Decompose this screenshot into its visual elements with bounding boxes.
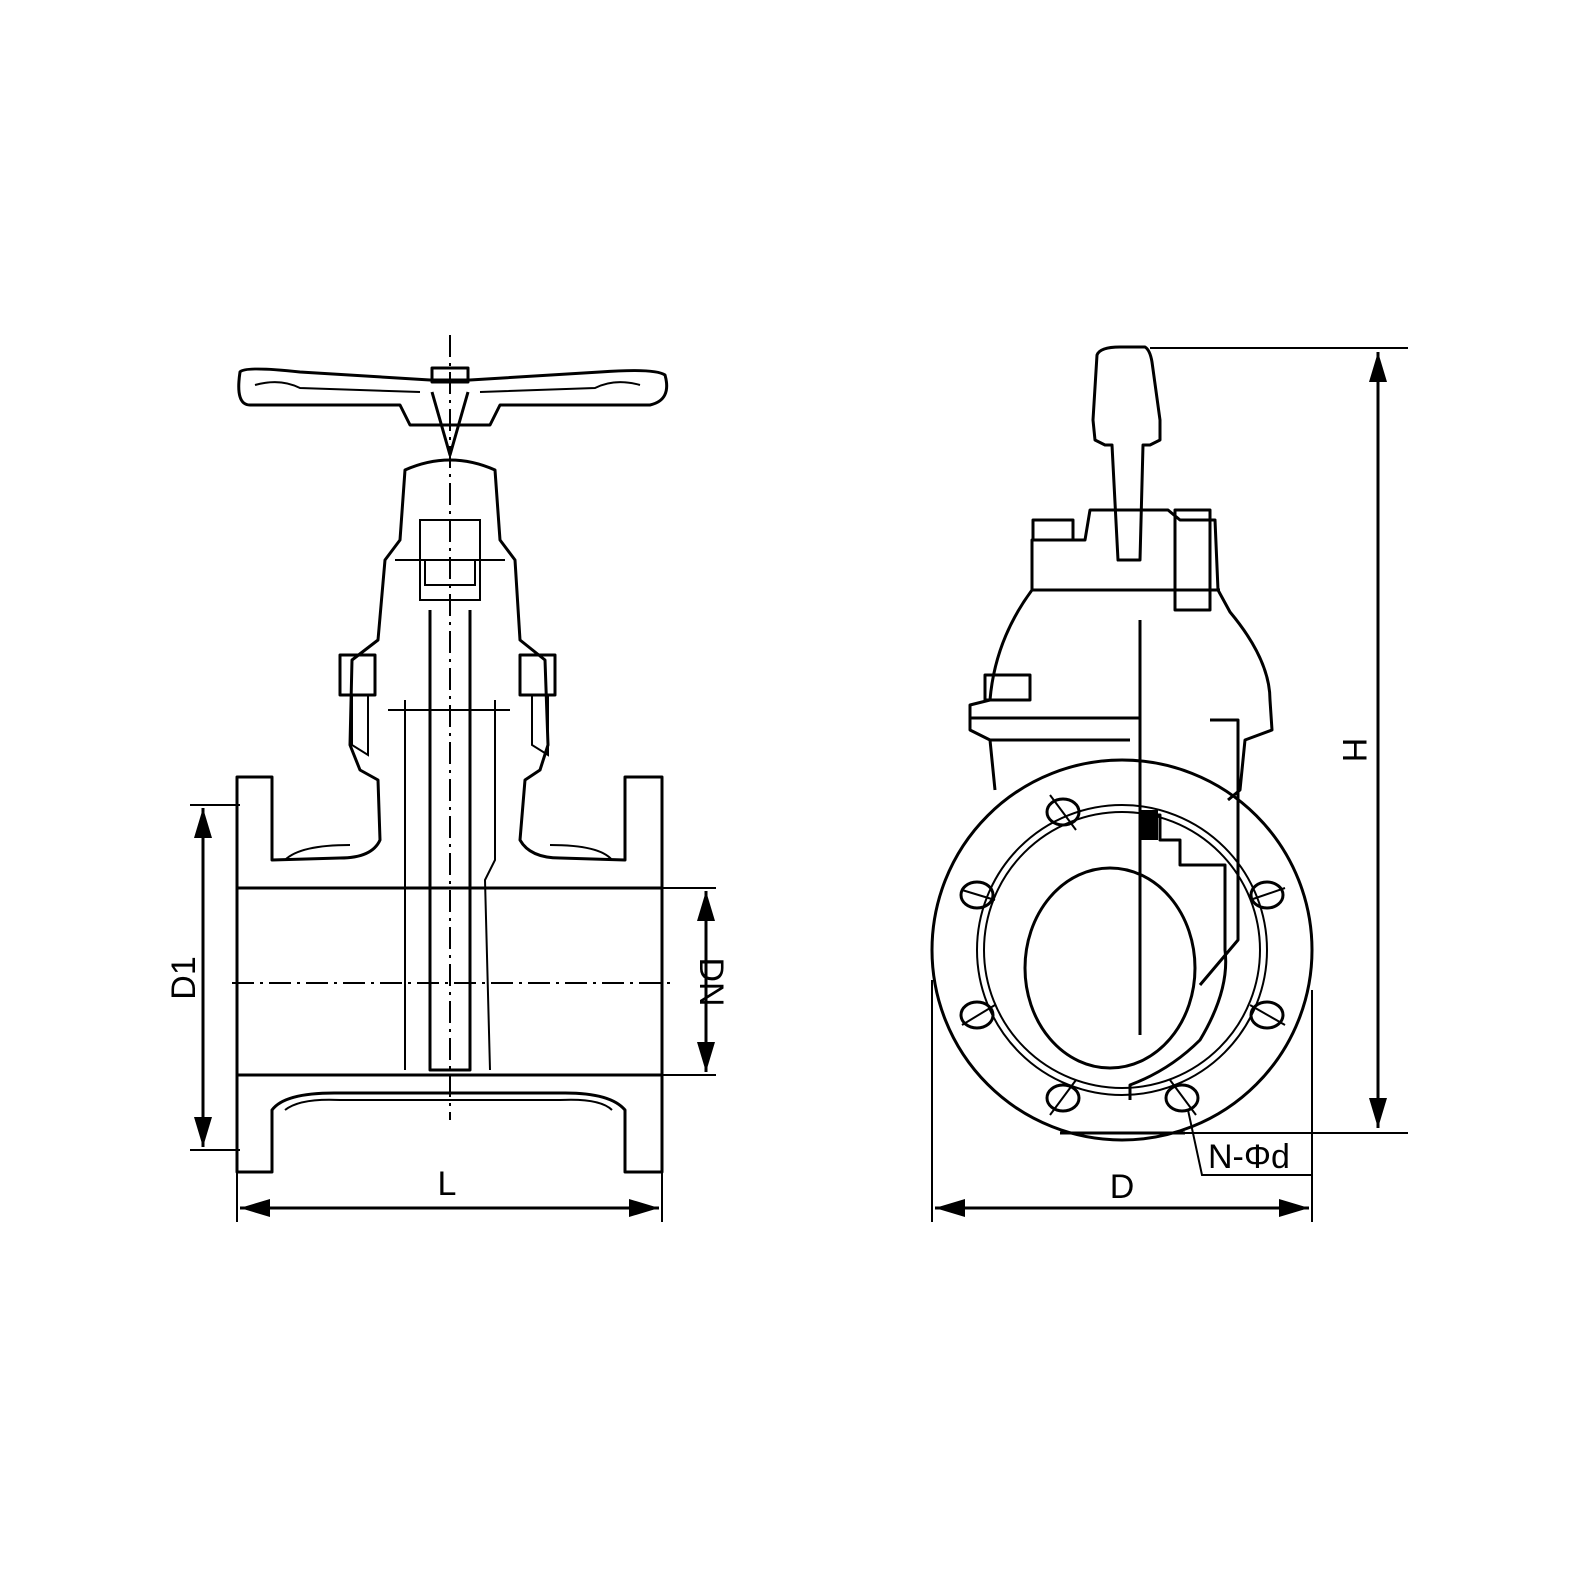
handle — [1091, 345, 1162, 562]
dn-dimension: DN — [662, 887, 730, 1076]
right-bolt — [518, 653, 557, 697]
flange-outline — [930, 758, 1314, 1142]
plug — [1031, 518, 1075, 542]
handwheel — [237, 367, 669, 427]
d-label: D — [1110, 1168, 1135, 1206]
l-label: L — [438, 1165, 457, 1203]
bolt-hole — [959, 880, 996, 910]
left-bolt — [338, 653, 377, 697]
bonnet-side — [968, 508, 1274, 802]
h-label: H — [1335, 738, 1373, 763]
d1-label: D1 — [165, 956, 203, 999]
h-dimension: H — [1150, 347, 1408, 1134]
bonnet-bolt — [1173, 508, 1212, 612]
bonnet — [235, 458, 664, 1174]
bolt-holes — [959, 794, 1286, 1116]
d1-dimension: D1 — [165, 804, 240, 1151]
bolt-hole — [1045, 794, 1081, 831]
bolt-hole — [1249, 1000, 1286, 1030]
l-dimension: L — [236, 1165, 663, 1222]
bolt-hole — [1249, 880, 1286, 910]
side-view — [930, 345, 1314, 1142]
bolt-hole-label: N-Φd — [1208, 1138, 1290, 1176]
front-view — [232, 335, 670, 1174]
dn-label: DN — [692, 957, 730, 1006]
seal-block — [1140, 810, 1158, 840]
bolt-hole-callout: N-Φd — [1187, 1109, 1312, 1176]
bolt-hole — [1164, 1079, 1200, 1116]
bolt-hole — [1045, 1079, 1081, 1116]
d-dimension: D — [931, 980, 1313, 1222]
bolt-hole — [959, 1000, 996, 1030]
